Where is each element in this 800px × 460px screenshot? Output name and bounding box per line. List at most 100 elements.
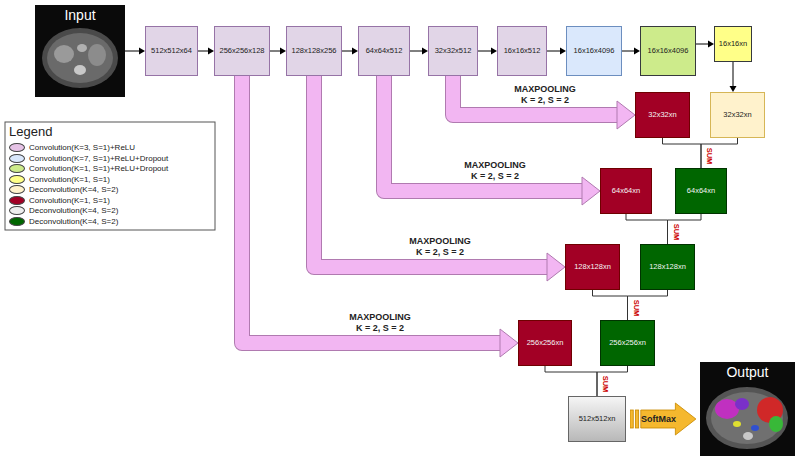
legend-row: Deconvolution(K=4, S=2)	[9, 216, 118, 226]
arrow-shaft	[384, 76, 582, 191]
legend-row: Convolution(K=3, S=1)+ReLU	[9, 142, 135, 152]
arrow-shaft-outline	[384, 76, 582, 191]
flow-arrow	[696, 41, 714, 48]
score-block: 64x64xn	[600, 168, 652, 214]
legend-row: Convolution(K=7, S=1)+ReLU+Dropout	[9, 153, 168, 163]
output-image: Output	[700, 362, 795, 456]
bracket-line	[628, 290, 668, 320]
sum-label: SUM	[705, 148, 713, 165]
arrow-line	[270, 51, 281, 52]
legend-row: Convolution(K=1, S=1)+ReLU+Dropout	[9, 163, 168, 173]
sum-bracket	[593, 290, 628, 320]
conv-block: 16x16x4096	[640, 26, 696, 76]
node-text: 512x512x64	[151, 47, 192, 56]
node-text: 64x64xn	[612, 187, 640, 196]
legend-frame	[5, 122, 215, 230]
legend-text: Deconvolution(K=4, S=2)	[29, 216, 118, 225]
arrow-line	[622, 51, 635, 52]
arrow-shaft-outline	[242, 76, 500, 343]
body-outline	[42, 28, 118, 88]
node-text: 32x32xn	[648, 111, 676, 120]
conv-block: 512x512x64	[145, 26, 198, 76]
node-text: 64x64x512	[366, 47, 403, 56]
conv-block: 128x128x256	[286, 26, 342, 76]
legend-swatch	[9, 164, 25, 173]
flow-arrow	[622, 48, 640, 55]
flow-arrow	[125, 48, 145, 55]
node-text: 16x16xn	[719, 40, 747, 49]
sum-bracket	[626, 214, 668, 244]
score-block: 32x32xn	[635, 92, 690, 138]
legend-row: Convolution(K=1, S=1)	[9, 174, 110, 184]
legend-text: Convolution(K=1, S=1)+ReLU+Dropout	[29, 164, 168, 173]
arrow-line	[696, 44, 709, 45]
bracket-line	[663, 138, 702, 168]
legend-row: Convolution(K=1, S=1)	[9, 195, 110, 205]
sum-bracket	[668, 214, 702, 244]
flow-arrow	[410, 48, 428, 55]
spine	[74, 65, 86, 75]
conv-block: 64x64x512	[358, 26, 410, 76]
legend-row: Deconvolution(K=4, S=2)	[9, 184, 118, 194]
node-text: Input	[64, 7, 95, 23]
flow-arrow	[478, 48, 497, 55]
flow-arrow	[547, 48, 566, 55]
bracket-line	[597, 366, 628, 396]
score-block: 128x128xn	[565, 244, 620, 290]
deconv-block: 256x256xn	[600, 320, 655, 366]
conv-block: 16x16x512	[497, 26, 547, 76]
legend-swatch	[9, 175, 25, 184]
arrow-line	[198, 51, 209, 52]
arrow-line	[733, 62, 734, 87]
node-text: 16x16x512	[504, 47, 541, 56]
node-text: 256x256xn	[609, 339, 646, 348]
scan-frame	[35, 5, 125, 97]
arrow-head	[500, 329, 518, 357]
softmax-arrow: SoftMax	[630, 402, 697, 436]
legend-text: Convolution(K=7, S=1)+ReLU+Dropout	[29, 153, 168, 162]
conv-block: 16x16xn	[714, 26, 752, 62]
legend-text: Deconvolution(K=4, S=2)	[29, 206, 118, 215]
maxpooling-arrow	[453, 76, 635, 129]
node-text: 256x256x128	[219, 47, 264, 56]
edge-label: MAXPOOLING K = 2, S = 2	[462, 160, 528, 181]
node-text: 256x256xn	[527, 339, 564, 348]
deconv-block: 32x32xn	[710, 92, 765, 138]
legend-row: Deconvolution(K=4, S=2)	[9, 205, 118, 215]
flow-arrow	[342, 48, 358, 55]
maxpooling-arrow	[242, 76, 518, 357]
edge-label: MAXPOOLING K = 2, S = 2	[512, 84, 578, 105]
arrow-line	[410, 51, 423, 52]
bracket-line	[545, 366, 597, 396]
arrow-line	[478, 51, 492, 52]
spine	[743, 432, 753, 440]
body-tissue	[47, 33, 113, 83]
legend-swatch	[9, 206, 25, 215]
arrow-shaft-outline	[314, 76, 547, 267]
maxpooling-arrow	[314, 76, 565, 281]
legend-swatch	[9, 196, 25, 205]
flow-arrow	[270, 48, 286, 55]
output-segmentation	[700, 362, 795, 456]
edge-label: MAXPOOLING K = 2, S = 2	[407, 236, 473, 257]
conv-block: 16x16x4096	[566, 26, 622, 76]
arrow-head	[617, 101, 635, 129]
node-text: 128x128xn	[649, 263, 686, 272]
legend-title: Legend	[9, 124, 52, 139]
bracket-line	[626, 214, 668, 244]
legend-swatch	[9, 217, 25, 226]
legend-text: Convolution(K=1, S=1)	[29, 174, 110, 183]
node-text: 16x16x4096	[648, 47, 689, 56]
organ	[88, 44, 106, 66]
flow-arrow	[198, 48, 214, 55]
edge-label: MAXPOOLING K = 2, S = 2	[347, 312, 413, 333]
sum-bracket	[597, 366, 628, 396]
sum-bracket	[628, 290, 668, 320]
legend-text: Convolution(K=1, S=1)	[29, 195, 110, 204]
conv-block: 256x256x128	[214, 26, 270, 76]
sum-label: SUM	[632, 300, 640, 317]
legend-swatch	[9, 185, 25, 194]
organ-segment	[769, 416, 783, 432]
legend-text: Convolution(K=3, S=1)+ReLU	[29, 143, 135, 152]
arrow-head	[547, 253, 565, 281]
